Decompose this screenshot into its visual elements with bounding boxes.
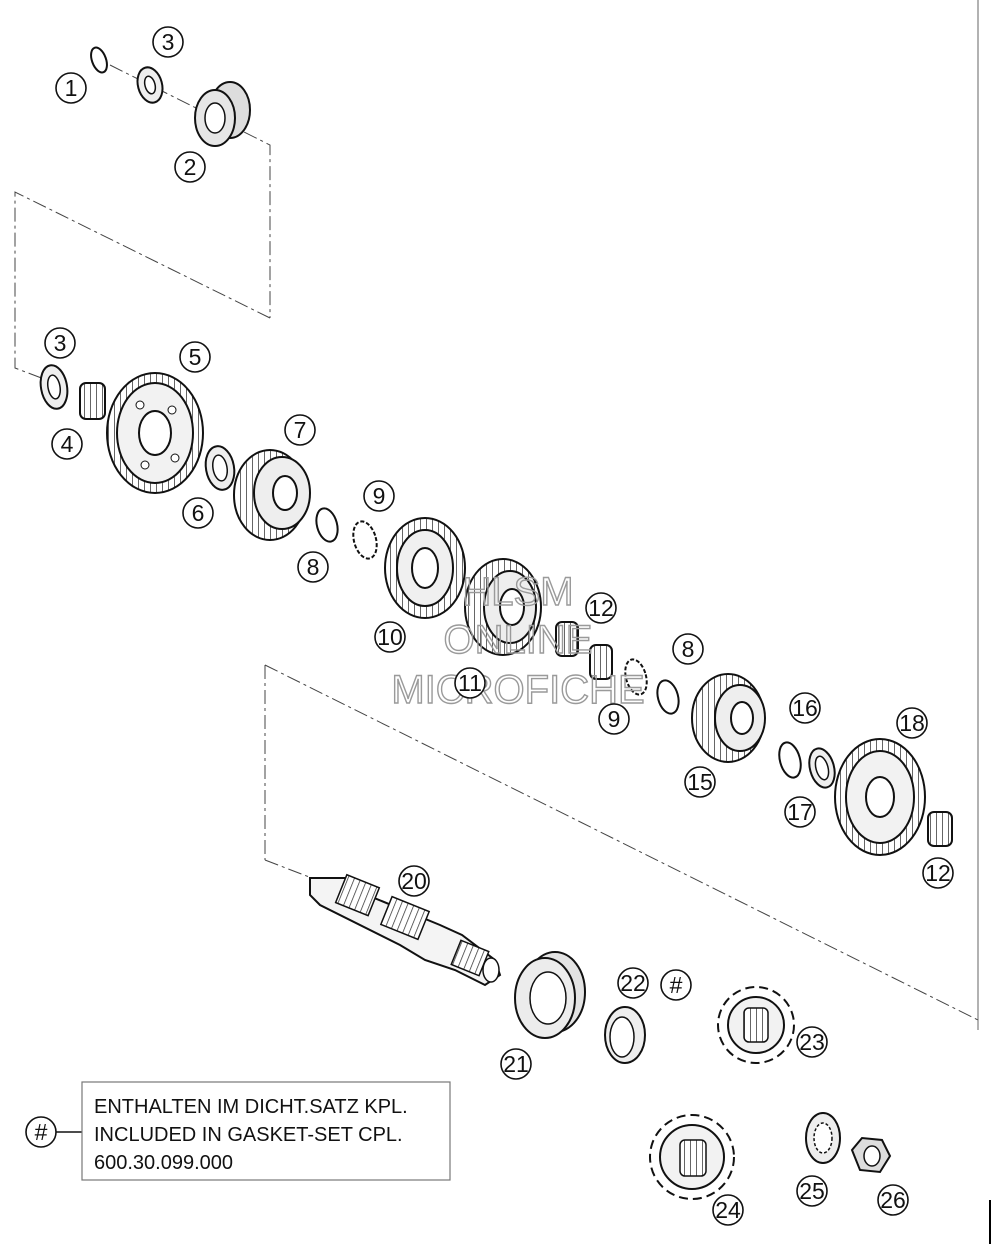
callout-20: 20 [398, 865, 430, 897]
callout-15: 15 [684, 766, 716, 798]
callout-26: 26 [877, 1184, 909, 1216]
callout-25-label: 25 [799, 1178, 825, 1204]
nut-part-26 [850, 1136, 892, 1174]
callout-5: 5 [179, 341, 211, 373]
callout-12-upper-label: 12 [588, 595, 614, 621]
needle-bearing-part-12-c [927, 811, 953, 847]
callout-labels: 1 3 2 3 5 4 7 6 9 8 10 11 12 8 9 16 18 1… [44, 26, 954, 1226]
callout-2: 2 [174, 151, 206, 183]
callout-1: 1 [55, 72, 87, 104]
circlip-part-8-right [656, 679, 680, 715]
callout-16-label: 16 [792, 695, 818, 721]
splined-washer-part-9-left [352, 520, 378, 560]
callout-7: 7 [284, 414, 316, 446]
callout-2-label: 2 [184, 154, 197, 180]
callout-6-label: 6 [192, 500, 205, 526]
callout-9-left-label: 9 [373, 483, 386, 509]
callout-21-label: 21 [503, 1051, 529, 1077]
note-line-2: INCLUDED IN GASKET-SET CPL. [94, 1124, 403, 1146]
callout-24: 24 [712, 1194, 744, 1226]
washer-part-3-top [136, 66, 164, 104]
callout-12-upper: 12 [585, 592, 617, 624]
callout-16: 16 [789, 692, 821, 724]
bearing-part-21 [514, 951, 586, 1039]
callout-10: 10 [374, 621, 406, 653]
callout-9-left: 9 [363, 480, 395, 512]
callout-8-left: 8 [297, 551, 329, 583]
watermark-line-1: HLSM [462, 570, 573, 614]
callout-11: 11 [454, 667, 486, 699]
callout-4: 4 [51, 428, 83, 460]
callout-12-lower-label: 12 [925, 860, 951, 886]
callout-12-lower: 12 [922, 857, 954, 889]
note-line-1: ENTHALTEN IM DICHT.SATZ KPL. [94, 1096, 408, 1118]
lock-washer-part-25 [805, 1112, 841, 1164]
callout-18: 18 [896, 707, 928, 739]
note-line-3: 600.30.099.000 [94, 1152, 233, 1174]
gear-part-11 [464, 558, 542, 656]
watermark-line-3: MICROFICHE [391, 668, 644, 712]
gear-part-7 [233, 449, 311, 541]
callout-23: 23 [796, 1026, 828, 1058]
callout-8-right: 8 [672, 633, 704, 665]
watermark: HLSM ONLINE MICROFICHE [391, 569, 646, 712]
washer-part-3-middle [39, 364, 69, 410]
callout-22-label: 22 [620, 970, 646, 996]
callout-15-label: 15 [687, 769, 713, 795]
callout-17: 17 [784, 796, 816, 828]
needle-bearing-part-4 [79, 382, 106, 420]
callout-21: 21 [500, 1048, 532, 1080]
callout-10-label: 10 [377, 624, 403, 650]
splined-washer-part-9-right [624, 658, 648, 696]
watermark-line-2: ONLINE [444, 618, 593, 662]
callout-hash: # [660, 969, 692, 1001]
sprocket-part-23 [717, 986, 795, 1064]
callout-8-left-label: 8 [307, 554, 320, 580]
assembly-lines [14, 64, 979, 1021]
callout-1-label: 1 [65, 75, 78, 101]
callout-7-label: 7 [294, 417, 307, 443]
callout-23-label: 23 [799, 1029, 825, 1055]
circlip-part-16 [778, 741, 802, 779]
gear-part-18 [834, 738, 926, 856]
washer-part-17 [808, 747, 836, 789]
callout-4-label: 4 [61, 431, 74, 457]
callout-18-label: 18 [899, 710, 925, 736]
callout-3-top: 3 [152, 26, 184, 58]
callout-3-middle: 3 [44, 327, 76, 359]
needle-bearing-part-12-b [589, 644, 613, 680]
gear-part-15 [691, 673, 766, 763]
circlip-part-1 [90, 46, 108, 74]
callout-9-right: 9 [598, 703, 630, 735]
gear-part-10 [384, 517, 466, 619]
main-shaft-part-20 [309, 873, 502, 987]
callout-24-label: 24 [715, 1197, 741, 1223]
note-box [81, 1081, 451, 1181]
note-symbol: # [35, 1119, 48, 1145]
callout-9-right-label: 9 [608, 706, 621, 732]
gear-part-5 [106, 372, 204, 494]
seal-ring-part-22 [604, 1006, 646, 1064]
needle-bearing-part-12-a [555, 621, 579, 657]
callout-3-top-label: 3 [162, 29, 175, 55]
callout-3-middle-label: 3 [54, 330, 67, 356]
bearing-part-2 [194, 81, 251, 147]
callout-26-label: 26 [880, 1187, 906, 1213]
callout-6: 6 [182, 497, 214, 529]
callout-8-right-label: 8 [682, 636, 695, 662]
callout-hash-label: # [670, 972, 683, 998]
washer-part-6 [204, 445, 236, 491]
callout-5-label: 5 [189, 344, 202, 370]
callout-17-label: 17 [787, 799, 813, 825]
gasket-set-note: # ENTHALTEN IM DICHT.SATZ KPL. INCLUDED … [25, 1081, 451, 1181]
callout-11-label: 11 [458, 670, 482, 696]
callout-22: 22 [617, 967, 649, 999]
sprocket-part-24 [649, 1114, 735, 1200]
circlip-part-8-left [315, 507, 339, 543]
callout-25: 25 [796, 1175, 828, 1207]
callout-20-label: 20 [401, 868, 427, 894]
